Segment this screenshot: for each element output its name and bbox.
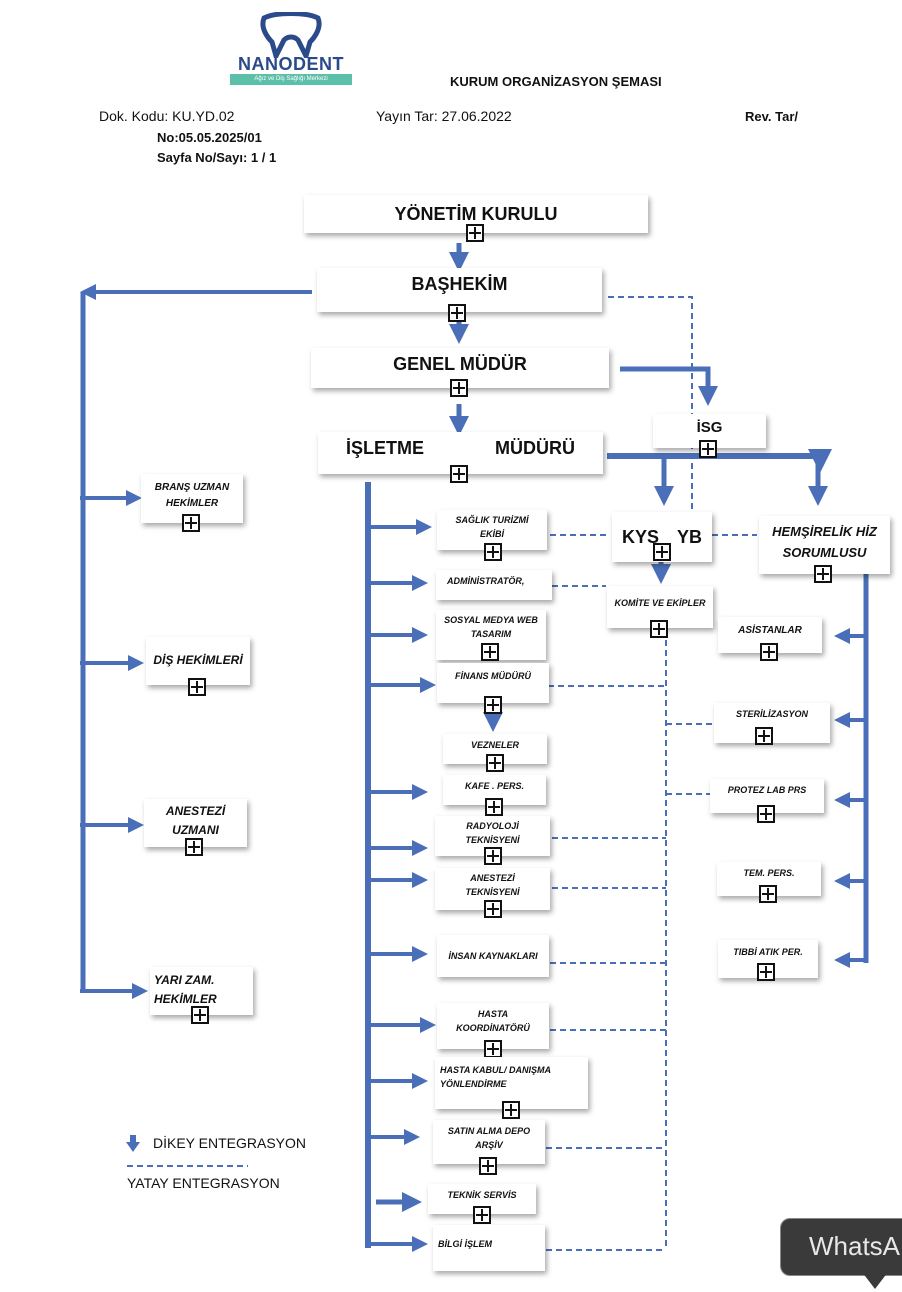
expand-icon[interactable] bbox=[759, 885, 777, 903]
expand-icon[interactable] bbox=[473, 1206, 491, 1224]
expand-icon[interactable] bbox=[485, 798, 503, 816]
expand-icon[interactable] bbox=[486, 754, 504, 772]
expand-icon[interactable] bbox=[484, 1040, 502, 1058]
logo-name: NANODENT bbox=[238, 54, 344, 74]
expand-icon[interactable] bbox=[755, 727, 773, 745]
logo: NANODENT Ağız ve Diş Sağlığı Merkezi bbox=[224, 8, 358, 88]
node-label: SATIN ALMA DEPO ARŞİV bbox=[447, 1126, 531, 1151]
node-tibbi-atik[interactable]: TIBBİ ATIK PER. bbox=[718, 940, 818, 978]
expand-icon[interactable] bbox=[699, 440, 717, 458]
expand-icon[interactable] bbox=[484, 696, 502, 714]
node-label: KYS bbox=[622, 526, 660, 547]
expand-icon[interactable] bbox=[191, 1006, 209, 1024]
expand-icon[interactable] bbox=[479, 1157, 497, 1175]
node-isletme-muduru[interactable]: İŞLETME MÜDÜRÜ bbox=[318, 432, 603, 474]
node-label: FİNANS MÜDÜRÜ bbox=[455, 671, 531, 681]
node-administrator[interactable]: ADMİNİSTRATÖR, bbox=[436, 570, 552, 600]
node-saglik-turizmi[interactable]: SAĞLIK TURİZMİ EKİBİ bbox=[437, 510, 547, 550]
node-label: HASTA KABUL/ DANIŞMA YÖNLENDİRME bbox=[440, 1065, 551, 1090]
node-label: VEZNELER bbox=[470, 740, 519, 750]
expand-icon[interactable] bbox=[502, 1101, 520, 1119]
node-label: KAFE . PERS. bbox=[464, 781, 524, 791]
expand-icon[interactable] bbox=[450, 465, 468, 483]
speech-tail-icon bbox=[862, 1272, 888, 1289]
expand-icon[interactable] bbox=[188, 678, 206, 696]
node-label: BRANŞ UZMAN HEKİMLER bbox=[154, 482, 230, 509]
node-label: HASTA KOORDİNATÖRÜ bbox=[456, 1009, 530, 1034]
expand-icon[interactable] bbox=[484, 847, 502, 865]
node-label: YARI ZAM. HEKİMLER bbox=[154, 973, 217, 1007]
legend-horizontal: YATAY ENTEGRASYON bbox=[127, 1175, 280, 1191]
node-label: BAŞHEKİM bbox=[411, 274, 508, 294]
node-hemsirelik[interactable]: HEMŞİRELİK HİZ SORUMLUSU bbox=[759, 516, 890, 574]
rev-no: No:05.05.2025/01 bbox=[157, 130, 262, 145]
node-label: SAĞLIK TURİZMİ EKİBİ bbox=[455, 515, 529, 540]
page-title: KURUM ORGANİZASYON ŞEMASI bbox=[450, 74, 662, 89]
expand-icon[interactable] bbox=[757, 963, 775, 981]
node-label: DİŞ HEKİMLERİ bbox=[153, 653, 243, 667]
doc-code: Dok. Kodu: KU.YD.02 bbox=[99, 108, 235, 124]
node-label: HEMŞİRELİK HİZ SORUMLUSU bbox=[772, 524, 877, 560]
node-dis-hekimleri[interactable]: DİŞ HEKİMLERİ bbox=[146, 637, 250, 685]
node-label: GENEL MÜDÜR bbox=[393, 354, 527, 374]
node-label: İŞLETME bbox=[346, 438, 425, 458]
expand-icon[interactable] bbox=[814, 565, 832, 583]
node-label: STERİLİZASYON bbox=[735, 709, 808, 719]
legend-vertical: DİKEY ENTEGRASYON bbox=[153, 1135, 307, 1151]
node-insan-kaynaklari[interactable]: İNSAN KAYNAKLARI bbox=[437, 935, 549, 977]
node-label: YB bbox=[676, 526, 702, 547]
expand-icon[interactable] bbox=[450, 379, 468, 397]
node-label: YÖNETİM KURULU bbox=[394, 203, 558, 224]
rev-date: Rev. Tar/ bbox=[745, 109, 798, 124]
expand-icon[interactable] bbox=[650, 620, 668, 638]
page-no: Sayfa No/Sayı: 1 / 1 bbox=[157, 150, 277, 165]
node-label: RADYOLOJİ TEKNİSYENİ bbox=[465, 821, 520, 846]
node-label: MÜDÜRÜ bbox=[495, 438, 575, 458]
publish-date: Yayın Tar: 27.06.2022 bbox=[376, 108, 512, 124]
whatsapp-overlay-button[interactable]: WhatsA bbox=[780, 1218, 902, 1276]
node-label: PROTEZ LAB PRS bbox=[727, 785, 807, 795]
node-label: KOMİTE VE EKİPLER bbox=[614, 598, 706, 608]
logo-subtitle: Ağız ve Diş Sağlığı Merkezi bbox=[230, 74, 352, 85]
expand-icon[interactable] bbox=[484, 543, 502, 561]
node-satin-alma[interactable]: SATIN ALMA DEPO ARŞİV bbox=[433, 1120, 545, 1164]
node-label: ANESTEZİ UZMANI bbox=[165, 804, 226, 838]
expand-icon[interactable] bbox=[653, 543, 671, 561]
legend-arrow-icon bbox=[126, 1135, 140, 1152]
expand-icon[interactable] bbox=[182, 514, 200, 532]
expand-icon[interactable] bbox=[757, 805, 775, 823]
node-label: TIBBİ ATIK PER. bbox=[733, 947, 803, 957]
node-label: ASİSTANLAR bbox=[738, 625, 802, 636]
expand-icon[interactable] bbox=[760, 643, 778, 661]
node-bilgi-islem[interactable]: BİLGİ İŞLEM bbox=[433, 1225, 545, 1271]
expand-icon[interactable] bbox=[185, 838, 203, 856]
node-label: İSG bbox=[696, 419, 723, 436]
node-label: SOSYAL MEDYA WEB TASARIM bbox=[444, 615, 538, 640]
expand-icon[interactable] bbox=[448, 304, 466, 322]
expand-icon[interactable] bbox=[484, 900, 502, 918]
node-label: ADMİNİSTRATÖR, bbox=[447, 576, 525, 586]
expand-icon[interactable] bbox=[481, 643, 499, 661]
node-label: TEM. PERS. bbox=[743, 868, 795, 878]
node-label: BİLGİ İŞLEM bbox=[438, 1239, 492, 1249]
node-label: İNSAN KAYNAKLARI bbox=[448, 950, 538, 961]
whatsapp-label: WhatsA bbox=[809, 1231, 901, 1261]
node-label: ANESTEZİ TEKNİSYENİ bbox=[465, 873, 520, 898]
node-label: TEKNİK SERVİS bbox=[447, 1190, 517, 1200]
tooth-logo-icon bbox=[260, 12, 322, 58]
expand-icon[interactable] bbox=[466, 224, 484, 242]
node-hasta-kabul[interactable]: HASTA KABUL/ DANIŞMA YÖNLENDİRME bbox=[435, 1057, 588, 1109]
